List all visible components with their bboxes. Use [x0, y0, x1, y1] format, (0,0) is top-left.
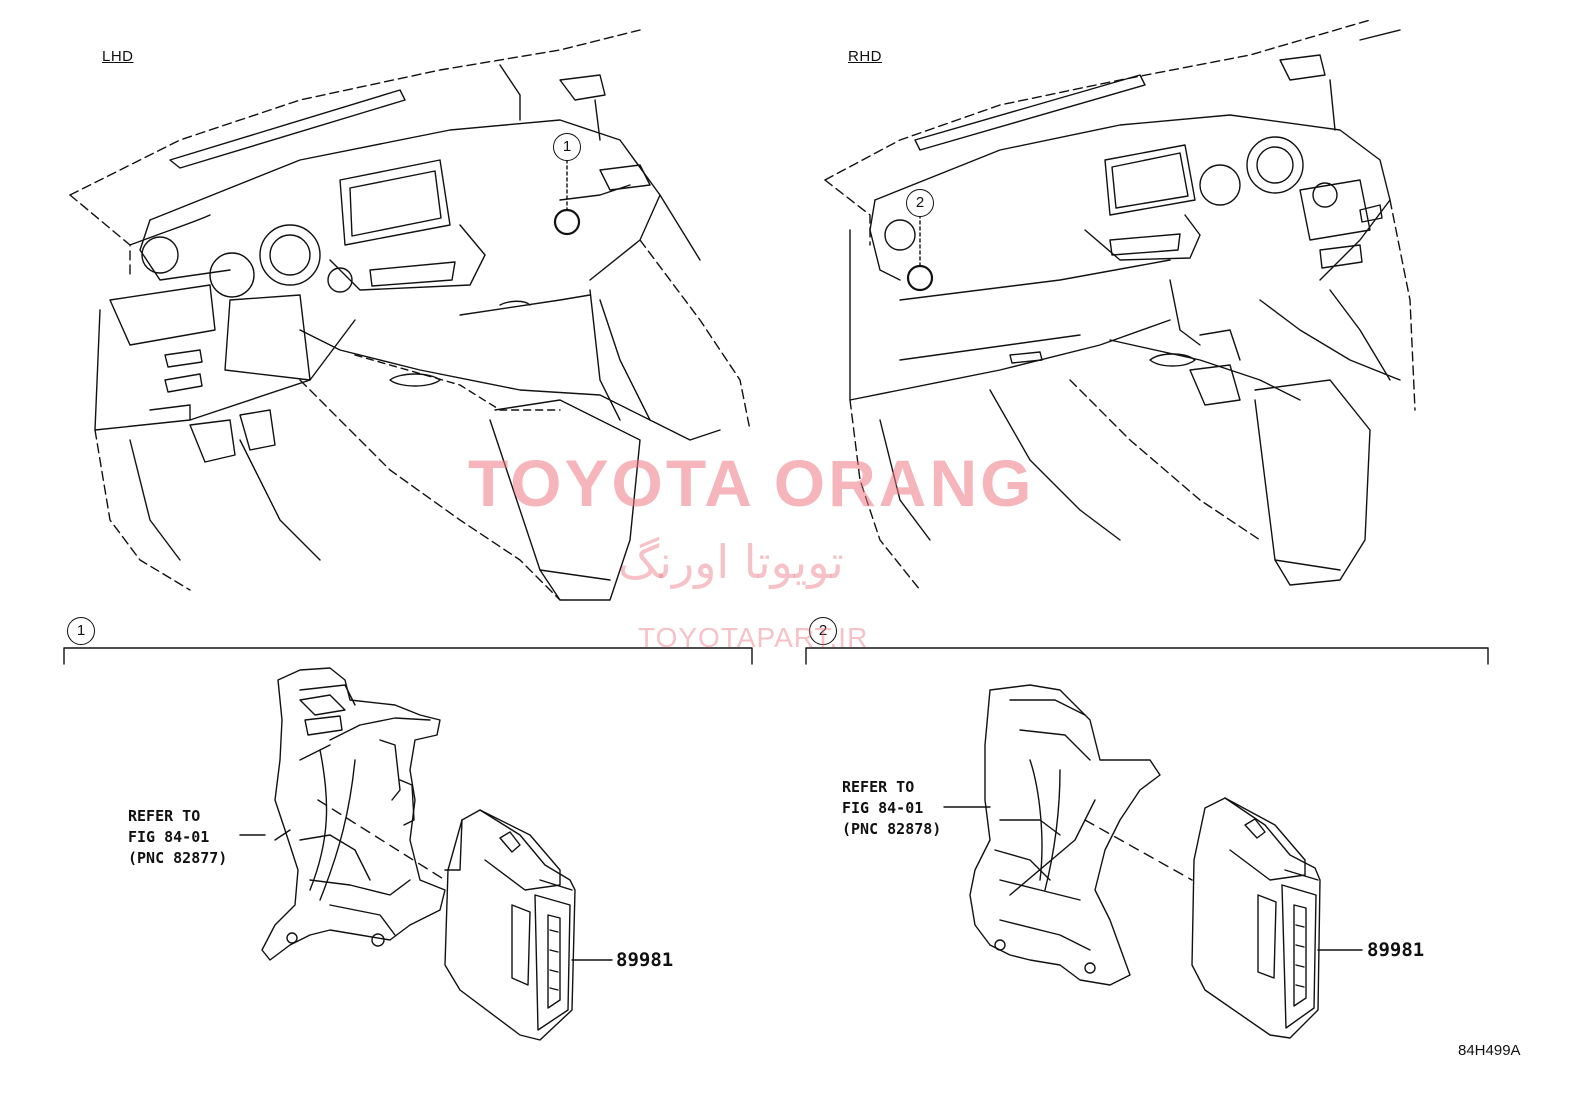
lhd-view-label: LHD: [102, 48, 134, 65]
detail-2-part-number: 89981: [1367, 939, 1425, 961]
watermark-persian: تویوتا اورنگ: [618, 535, 844, 589]
detail-2-bracket-part: [969, 684, 1161, 986]
detail-2-bracket: [805, 647, 1489, 665]
callout-2-detail: 2: [809, 617, 837, 645]
detail-1-ecu-module: [444, 809, 576, 1041]
watermark-title: TOYOTA ORANG: [468, 446, 1035, 520]
rhd-dashboard-illustration: [824, 19, 1416, 591]
callout-1-dashboard: 1: [553, 133, 581, 161]
diagram-code: 84H499A: [1458, 1042, 1521, 1059]
rhd-location-marker: [906, 264, 934, 292]
rhd-view-label: RHD: [848, 48, 882, 65]
callout-1-detail: 1: [67, 617, 95, 645]
watermark-url: TOYOTAPART.IR: [638, 622, 869, 653]
detail-2-refer-note: REFER TO FIG 84-01 (PNC 82878): [842, 778, 942, 838]
detail-1-bracket: [63, 647, 753, 665]
lhd-dashboard-illustration: [69, 29, 751, 601]
detail-2-ecu-module: [1191, 797, 1321, 1039]
detail-1-refer-note: REFER TO FIG 84-01 (PNC 82877): [128, 807, 228, 867]
callout-2-dashboard: 2: [906, 189, 934, 217]
detail-1-bracket-part: [261, 667, 446, 961]
detail-1-part-number: 89981: [616, 949, 674, 971]
lhd-location-marker: [553, 208, 581, 236]
